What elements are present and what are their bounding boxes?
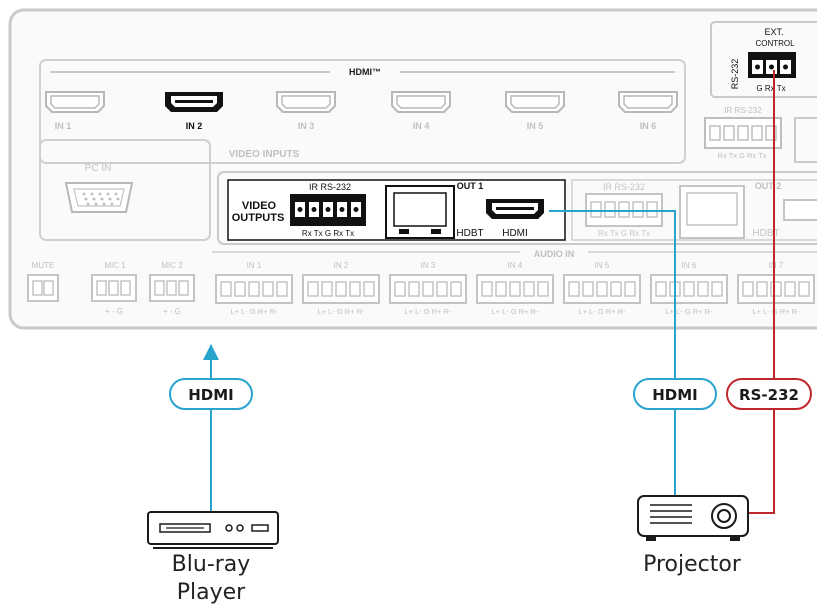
hdmi-in-label: IN 2 bbox=[186, 121, 203, 131]
hdbt-out2-port bbox=[679, 185, 745, 239]
audio-pins-label: L+ L- G R+ R- bbox=[665, 307, 713, 316]
hdmi-in-3-port bbox=[276, 91, 336, 113]
out2-label: OUT 2 bbox=[755, 181, 782, 191]
audio-pins-label: L+ L- G R+ R- bbox=[752, 307, 800, 316]
audio-pins-label: L+ L- G R+ R- bbox=[578, 307, 626, 316]
hdmi-in-2-port bbox=[165, 92, 223, 112]
audio-in-label: AUDIO IN bbox=[534, 249, 575, 259]
video-outputs-label-1: VIDEO bbox=[242, 200, 277, 212]
audio-input-terminal: IN 3 L+ L- G R+ R- bbox=[389, 261, 467, 316]
projector-icon bbox=[637, 495, 749, 541]
hdbt-label: HDBT bbox=[456, 228, 483, 239]
hdmi-in-label: IN 6 bbox=[640, 121, 657, 131]
ir-pins-label: Rx Tx G Rx Tx bbox=[718, 151, 767, 160]
out1-label: OUT 1 bbox=[457, 181, 484, 191]
pc-in-label: PC IN bbox=[85, 163, 112, 174]
audio-input-terminal: IN 6 L+ L- G R+ R- bbox=[650, 261, 728, 316]
arrow-up-icon bbox=[203, 344, 219, 360]
bluray-label-line1: Blu-ray bbox=[172, 552, 251, 577]
bluray-player-icon bbox=[147, 511, 279, 549]
mic1-pins-label: + - G bbox=[105, 307, 123, 316]
ext-pins-label: G Rx Tx bbox=[756, 84, 785, 93]
ir-rs232-output-terminal bbox=[290, 194, 366, 226]
audio-pins-label: L+ L- G R+ R- bbox=[404, 307, 452, 316]
rs232-cable-text: RS-232 bbox=[739, 386, 799, 404]
ext-label: EXT. bbox=[764, 27, 783, 37]
audio-pins-label: L+ L- G R+ R- bbox=[491, 307, 539, 316]
rs232-cable-label: RS-232 bbox=[726, 378, 812, 410]
hdbt-out2-label: HDBT bbox=[752, 228, 779, 239]
hdmi-in-label: IN 1 bbox=[55, 121, 72, 131]
video-inputs-label: VIDEO INPUTS bbox=[229, 149, 300, 160]
hdmi-in-cable-text: HDMI bbox=[188, 386, 234, 404]
audio-input-label: IN 2 bbox=[334, 261, 349, 270]
audio-input-terminal: IN 5 L+ L- G R+ R- bbox=[563, 261, 641, 316]
hdmi-in-cable-label: HDMI bbox=[169, 378, 253, 410]
control-label: CONTROL bbox=[755, 39, 795, 48]
mic2-label: MIC 2 bbox=[161, 261, 183, 270]
mute-terminal bbox=[27, 274, 59, 302]
bluray-label-line2: Player bbox=[177, 580, 246, 605]
hdmi-in-label: IN 5 bbox=[527, 121, 544, 131]
hdmi-out-cable-label: HDMI bbox=[633, 378, 717, 410]
ir-rs232-out2-label: IR RS-232 bbox=[603, 182, 645, 192]
mic2-terminal bbox=[149, 274, 195, 302]
audio-input-terminal: IN 4 L+ L- G R+ R- bbox=[476, 261, 554, 316]
audio-input-terminal: IN 2 L+ L- G R+ R- bbox=[302, 261, 380, 316]
audio-pins-label: L+ L- G R+ R- bbox=[317, 307, 365, 316]
hdmi-in-4-port bbox=[391, 91, 451, 113]
audio-input-label: IN 6 bbox=[682, 261, 697, 270]
audio-pins-label: L+ L- G R+ R- bbox=[230, 307, 278, 316]
panel-body bbox=[8, 8, 817, 330]
hdmi-in-1-port bbox=[45, 91, 105, 113]
hdmi-in-label: IN 4 bbox=[413, 121, 430, 131]
ir-pins-out-label: Rx Tx G Rx Tx bbox=[302, 229, 354, 238]
ir-rs232-input-terminal: IR RS-232 Rx Tx G Rx Tx bbox=[704, 106, 782, 160]
ir-rs232-label: IR RS-232 bbox=[724, 106, 762, 115]
hdbt-port bbox=[385, 185, 455, 239]
audio-input-terminals: IN 1 L+ L- G R+ R- IN 2 L+ L- G R+ R- IN 3 L+… bbox=[215, 261, 815, 316]
mute-label: MUTE bbox=[32, 261, 55, 270]
ir-rs232-out-label: IR RS-232 bbox=[309, 182, 351, 192]
audio-input-label: IN 3 bbox=[421, 261, 436, 270]
cable-rs232 bbox=[748, 70, 775, 514]
ext-control-terminal bbox=[748, 52, 796, 78]
mic1-label: MIC 1 bbox=[104, 261, 126, 270]
audio-input-terminal: IN 1 L+ L- G R+ R- bbox=[215, 261, 293, 316]
audio-input-label: IN 7 bbox=[769, 261, 784, 270]
rs232-vertical-label: RS-232 bbox=[730, 59, 740, 90]
hdmi-out-cable-text: HDMI bbox=[652, 386, 698, 404]
hdmi-in-5-port bbox=[505, 91, 565, 113]
audio-input-label: IN 1 bbox=[247, 261, 262, 270]
cable-hdmi-in bbox=[203, 344, 219, 513]
hdmi-in-label: IN 3 bbox=[298, 121, 315, 131]
audio-input-label: IN 4 bbox=[508, 261, 523, 270]
switcher-rear-panel: HDMI™ PC IN IN 1 IN 2 IN 3 IN 4 IN 5 IN … bbox=[8, 8, 817, 330]
vga-port bbox=[64, 182, 134, 213]
video-outputs-label-2: OUTPUTS bbox=[232, 212, 285, 224]
hdmi-out-1-port bbox=[486, 199, 544, 219]
mic2-pins-label: + - G bbox=[163, 307, 181, 316]
hdmi-in-6-port bbox=[618, 91, 678, 113]
audio-input-terminal: IN 7 L+ L- G R+ R- bbox=[737, 261, 815, 316]
projector-label: Projector bbox=[643, 552, 742, 577]
audio-input-label: IN 5 bbox=[595, 261, 610, 270]
hdmi-group-label: HDMI™ bbox=[349, 67, 381, 77]
hdmi-out-label: HDMI bbox=[502, 228, 528, 239]
hdmi-inputs-group bbox=[39, 59, 686, 164]
ir-pins-out2-label: Rx Tx G Rx Tx bbox=[598, 229, 650, 238]
mic1-terminal bbox=[91, 274, 137, 302]
